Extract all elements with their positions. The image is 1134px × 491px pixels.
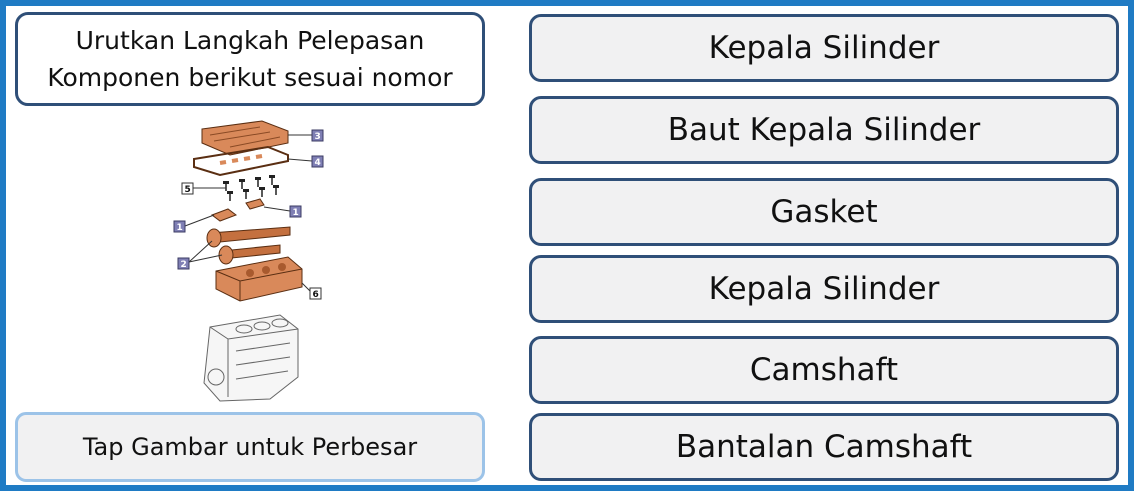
svg-text:5: 5 xyxy=(185,185,191,195)
svg-text:3: 3 xyxy=(315,132,321,142)
option-label: Gasket xyxy=(770,194,878,230)
tag-5: 5 xyxy=(181,182,194,195)
tag-1-right: 1 xyxy=(289,205,302,218)
enlarge-image-button[interactable]: Tap Gambar untuk Perbesar xyxy=(15,412,485,482)
gasket-shape xyxy=(193,145,289,177)
tag-3: 3 xyxy=(311,129,324,142)
instruction-line-1: Urutkan Langkah Pelepasan xyxy=(75,26,425,55)
svg-text:4: 4 xyxy=(315,158,321,168)
option-label: Bantalan Camshaft xyxy=(675,429,973,465)
option-kepala-silinder-2[interactable]: Kepala Silinder xyxy=(529,255,1119,323)
option-label: Kepala Silinder xyxy=(708,271,940,307)
option-label: Camshaft xyxy=(749,352,899,388)
camshaft xyxy=(206,226,291,265)
option-bantalan-camshaft[interactable]: Bantalan Camshaft xyxy=(529,413,1119,481)
option-label: Baut Kepala Silinder xyxy=(667,112,981,148)
cylinder-head-bolts xyxy=(225,177,277,201)
tag-1-left: 1 xyxy=(173,220,186,233)
option-label: Kepala Silinder xyxy=(708,30,940,66)
svg-text:2: 2 xyxy=(181,260,187,270)
camshaft-bearing-cap-2 xyxy=(245,198,265,210)
instruction-line-2: Komponen berikut sesuai nomor xyxy=(47,63,453,92)
engine-block xyxy=(203,314,299,402)
tag-2: 2 xyxy=(177,257,190,270)
svg-text:1: 1 xyxy=(177,223,183,233)
option-kepala-silinder-1[interactable]: Kepala Silinder xyxy=(529,14,1119,82)
cylinder-head xyxy=(215,256,303,302)
option-camshaft[interactable]: Camshaft xyxy=(529,336,1119,404)
svg-text:1: 1 xyxy=(293,208,299,218)
option-gasket[interactable]: Gasket xyxy=(529,178,1119,246)
instruction-box: Urutkan Langkah Pelepasan Komponen berik… xyxy=(15,12,485,106)
option-baut-kepala-silinder[interactable]: Baut Kepala Silinder xyxy=(529,96,1119,164)
tag-4: 4 xyxy=(311,155,324,168)
engine-exploded-diagram[interactable]: 3 4 5 1 1 2 6 xyxy=(170,115,340,407)
enlarge-image-label: Tap Gambar untuk Perbesar xyxy=(82,433,418,461)
tag-6: 6 xyxy=(309,287,322,300)
camshaft-bearing-cap xyxy=(210,208,238,222)
svg-text:6: 6 xyxy=(313,290,319,300)
